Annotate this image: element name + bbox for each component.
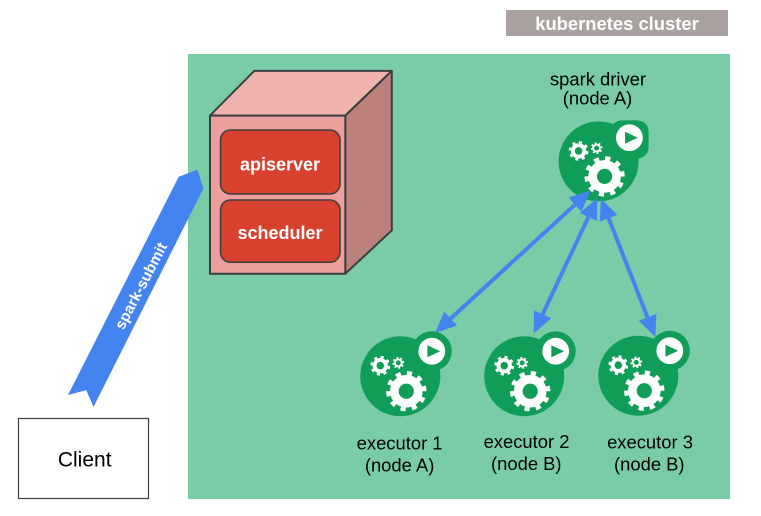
svg-text:(node B): (node B) <box>491 453 562 474</box>
svg-text:spark driver: spark driver <box>550 69 646 90</box>
svg-text:apiserver: apiserver <box>240 155 320 175</box>
svg-text:kubernetes cluster: kubernetes cluster <box>535 13 699 34</box>
svg-text:(node B): (node B) <box>614 453 685 474</box>
svg-text:executor 2: executor 2 <box>484 431 570 452</box>
svg-text:executor 3: executor 3 <box>607 432 693 453</box>
svg-text:(node A): (node A) <box>563 88 633 109</box>
svg-text:executor 1: executor 1 <box>357 433 443 454</box>
svg-text:scheduler: scheduler <box>237 223 322 243</box>
svg-text:Client: Client <box>58 448 112 471</box>
svg-text:(node A): (node A) <box>365 454 435 475</box>
